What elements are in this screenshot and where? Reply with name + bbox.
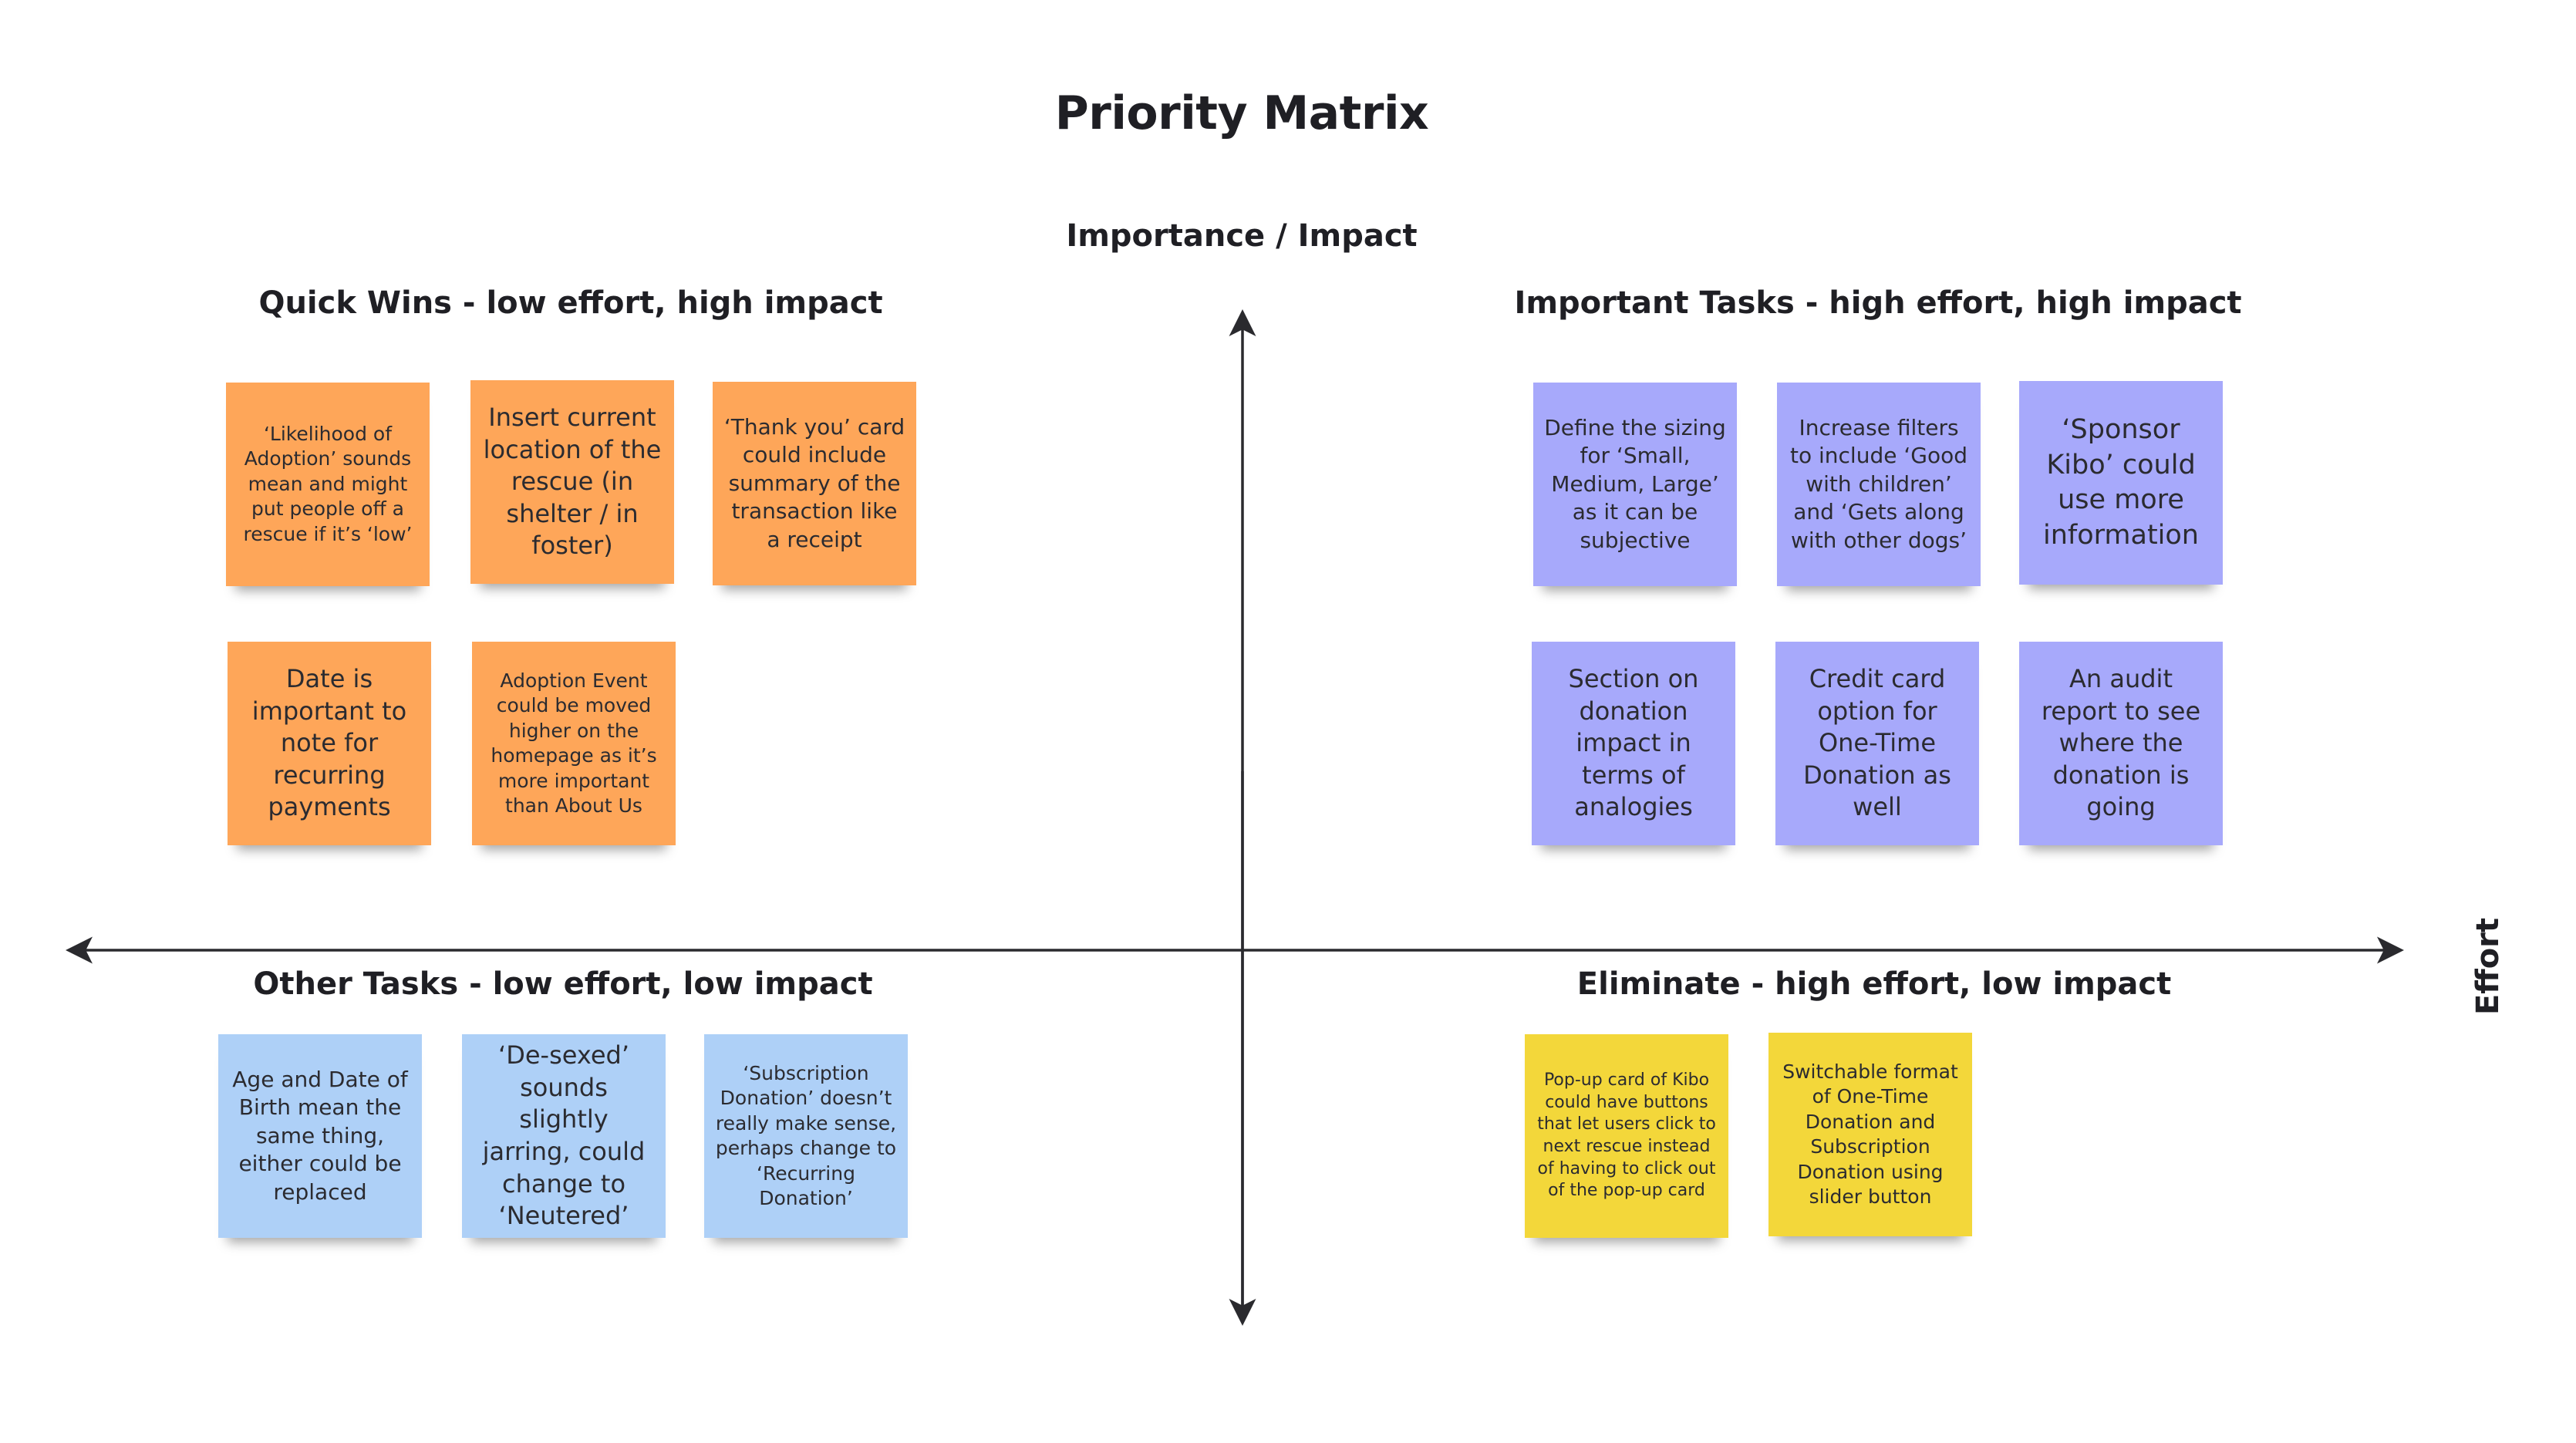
sticky-note-important-tasks-2[interactable]: Increase filters to include ‘Good with c… xyxy=(1777,383,1981,586)
quadrant-title-eliminate: Eliminate - high effort, low impact xyxy=(1576,966,2172,1002)
y-axis-label: Importance / Impact xyxy=(1066,218,1418,254)
board-title: Priority Matrix xyxy=(1054,86,1429,140)
sticky-note-quick-wins-5[interactable]: Adoption Event could be moved higher on … xyxy=(472,642,676,845)
sticky-note-quick-wins-1[interactable]: ‘Likelihood of Adoption’ sounds mean and… xyxy=(226,383,430,586)
sticky-note-other-tasks-3[interactable]: ‘Subscription Donation’ doesn’t really m… xyxy=(704,1034,908,1238)
sticky-note-important-tasks-3[interactable]: ‘Sponsor Kibo’ could use more informatio… xyxy=(2019,381,2223,585)
sticky-note-important-tasks-6[interactable]: An audit report to see where the donatio… xyxy=(2019,642,2223,845)
sticky-note-important-tasks-1[interactable]: Define the sizing for ‘Small, Medium, La… xyxy=(1533,383,1737,586)
quadrant-title-important-tasks: Important Tasks - high effort, high impa… xyxy=(1514,285,2242,321)
sticky-note-other-tasks-1[interactable]: Age and Date of Birth mean the same thin… xyxy=(218,1034,422,1238)
quadrant-title-other-tasks: Other Tasks - low effort, low impact xyxy=(253,966,873,1002)
sticky-note-eliminate-1[interactable]: Pop-up card of Kibo could have buttons t… xyxy=(1525,1034,1728,1238)
sticky-note-other-tasks-2[interactable]: ‘De-sexed’ sounds slightly jarring, coul… xyxy=(462,1034,666,1238)
sticky-note-quick-wins-3[interactable]: ‘Thank you’ card could include summary o… xyxy=(713,382,916,585)
sticky-note-quick-wins-2[interactable]: Insert current location of the rescue (i… xyxy=(470,380,674,584)
sticky-note-eliminate-2[interactable]: Switchable format of One-Time Donation a… xyxy=(1768,1033,1972,1236)
quadrant-title-quick-wins: Quick Wins - low effort, high impact xyxy=(258,285,883,321)
sticky-note-important-tasks-5[interactable]: Credit card option for One-Time Donation… xyxy=(1775,642,1979,845)
sticky-note-quick-wins-4[interactable]: Date is important to note for recurring … xyxy=(228,642,431,845)
sticky-note-important-tasks-4[interactable]: Section on donation impact in terms of a… xyxy=(1532,642,1735,845)
